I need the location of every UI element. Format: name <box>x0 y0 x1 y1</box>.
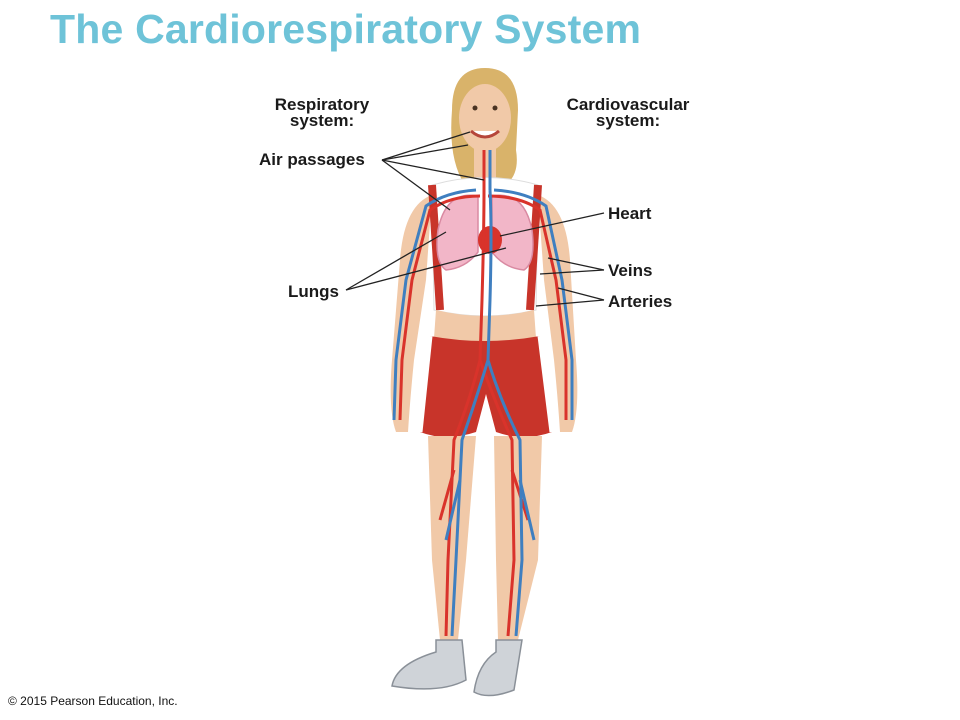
veins-network <box>392 150 574 637</box>
leader-lungs-2 <box>345 247 507 291</box>
leader-air-passages-1 <box>381 131 471 161</box>
arteries-network <box>398 150 568 637</box>
leader-lungs-1 <box>345 231 447 291</box>
right-shoe <box>473 639 523 697</box>
leader-air-passages-4 <box>381 159 451 211</box>
label-heart: Heart <box>608 204 652 223</box>
respiratory-header-line-2: system: <box>289 111 355 130</box>
right-leg <box>494 436 542 640</box>
leader-air-passages-3 <box>381 159 485 181</box>
label-lungs: Lungs <box>288 282 339 301</box>
leader-arteries-1 <box>557 287 605 301</box>
leader-veins-2 <box>539 269 605 275</box>
leader-arteries-2 <box>535 299 605 307</box>
label-air-passages: Air passages <box>259 150 365 169</box>
respiratory-system-header: Respiratory system: <box>262 95 382 130</box>
leader-veins-1 <box>547 257 605 271</box>
left-leg <box>428 436 476 640</box>
respiratory-header-line-1: Respiratory <box>274 95 370 114</box>
cardiovascular-header-line-1: Cardiovascular <box>566 95 690 114</box>
cardiovascular-system-header: Cardiovascular system: <box>548 95 708 130</box>
copyright-notice: © 2015 Pearson Education, Inc. <box>8 694 178 708</box>
cardiovascular-header-line-2: system: <box>595 111 661 130</box>
left-lung <box>436 194 479 271</box>
label-arteries: Arteries <box>608 292 673 311</box>
face <box>459 84 511 152</box>
leader-lines <box>345 131 605 307</box>
shorts <box>420 336 552 437</box>
label-veins: Veins <box>608 261 653 280</box>
leader-air-passages-2 <box>381 144 469 161</box>
leader-heart <box>499 212 605 237</box>
left-shoe <box>391 639 467 690</box>
page-title: The Cardiorespiratory System <box>50 6 642 52</box>
